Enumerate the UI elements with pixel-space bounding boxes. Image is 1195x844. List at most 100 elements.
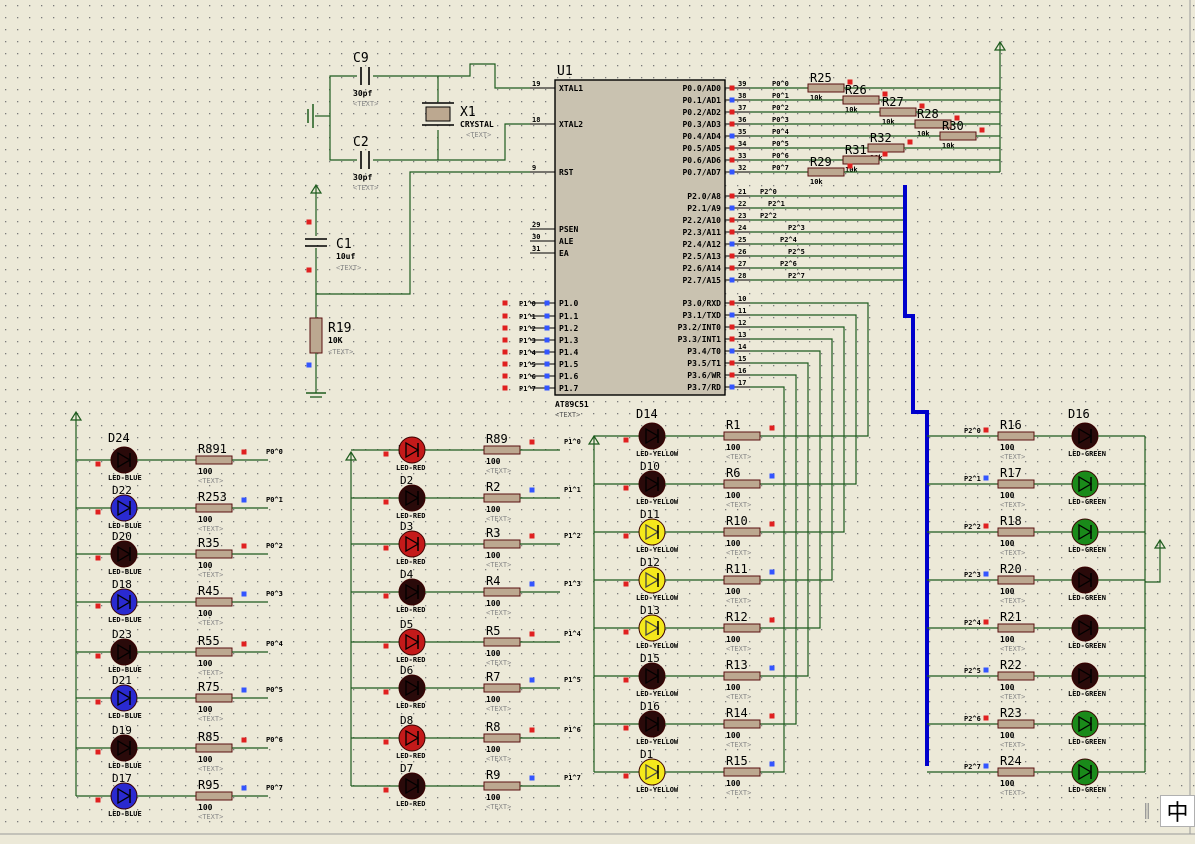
led-d20[interactable] bbox=[110, 540, 138, 568]
reset-power-icon bbox=[309, 183, 323, 199]
resistor-body bbox=[997, 671, 1035, 681]
resistor-text-tag: <TEXT> bbox=[198, 619, 223, 627]
led-d19[interactable] bbox=[110, 734, 138, 762]
led-d13[interactable] bbox=[638, 614, 666, 642]
led-d21[interactable] bbox=[110, 684, 138, 712]
diode-symbol bbox=[1078, 715, 1093, 733]
p3-net-wire bbox=[750, 302, 869, 437]
led-d18[interactable] bbox=[110, 588, 138, 616]
led-d10[interactable] bbox=[638, 470, 666, 498]
led-d31[interactable] bbox=[1071, 758, 1099, 786]
mcu-pin-marker bbox=[729, 360, 735, 366]
led-d27[interactable] bbox=[1071, 566, 1099, 594]
led-d22[interactable] bbox=[110, 494, 138, 522]
led-d16[interactable] bbox=[1071, 422, 1099, 450]
led-d30[interactable] bbox=[1071, 710, 1099, 738]
resistor-text-tag: <TEXT> bbox=[486, 467, 511, 475]
led-d12[interactable] bbox=[638, 566, 666, 594]
xtal1-wire bbox=[420, 63, 530, 89]
led-body bbox=[638, 470, 666, 498]
led-d23[interactable] bbox=[110, 638, 138, 666]
led-d6[interactable] bbox=[398, 674, 426, 702]
led-d1[interactable] bbox=[638, 758, 666, 786]
led-d2[interactable] bbox=[398, 484, 426, 512]
led-ref: D5 bbox=[400, 618, 413, 631]
mcu-pin-name: P3.7/RD bbox=[687, 383, 721, 392]
resistor-ref: R18 bbox=[1000, 514, 1022, 528]
p1-net-label: P1^6 bbox=[519, 373, 536, 381]
pullup-value: 10k bbox=[942, 142, 955, 150]
mcu-pin-marker bbox=[729, 133, 735, 139]
green-vcc-link bbox=[1145, 554, 1161, 583]
mcu-pin-marker bbox=[729, 109, 735, 115]
resistor-value: 100 bbox=[1000, 635, 1015, 644]
resistor-text-tag: <TEXT> bbox=[198, 477, 223, 485]
led-d14[interactable] bbox=[638, 422, 666, 450]
led-body bbox=[110, 684, 138, 712]
resistor-value: 100 bbox=[726, 491, 741, 500]
pullup-marker bbox=[954, 115, 960, 121]
led-d28[interactable] bbox=[1071, 614, 1099, 642]
pullup-marker bbox=[907, 139, 913, 145]
resistor-value: 100 bbox=[1000, 539, 1015, 548]
resistor-value: 100 bbox=[726, 587, 741, 596]
led-d24[interactable] bbox=[110, 446, 138, 474]
resistor-value: 100 bbox=[1000, 443, 1015, 452]
resistor-text-tag: <TEXT> bbox=[1000, 741, 1025, 749]
led-d26[interactable] bbox=[1071, 518, 1099, 546]
green-net-label: P2^2 bbox=[964, 523, 981, 531]
resistor-value: 100 bbox=[726, 443, 741, 452]
led-d3[interactable] bbox=[398, 530, 426, 558]
led-type-label: LED-RED bbox=[396, 656, 426, 664]
led-d11[interactable] bbox=[638, 518, 666, 546]
cap-gap bbox=[357, 152, 373, 168]
led-d16[interactable] bbox=[638, 710, 666, 738]
resistor-body bbox=[483, 683, 521, 693]
pullup-body bbox=[879, 107, 917, 117]
net-marker bbox=[529, 439, 535, 445]
led-d9[interactable] bbox=[398, 436, 426, 464]
led-d8[interactable] bbox=[398, 724, 426, 752]
diode-symbol bbox=[1078, 475, 1093, 493]
led-d15[interactable] bbox=[638, 662, 666, 690]
ime-indicator[interactable]: 中 bbox=[1160, 795, 1195, 827]
led-d7[interactable] bbox=[398, 772, 426, 800]
resistor-body bbox=[997, 623, 1035, 633]
led-d4[interactable] bbox=[398, 578, 426, 606]
mcu-pin-name: P0.1/AD1 bbox=[682, 96, 721, 105]
led-d17[interactable] bbox=[110, 782, 138, 810]
led-d29[interactable] bbox=[1071, 662, 1099, 690]
led-body bbox=[1071, 662, 1099, 690]
led-body bbox=[398, 724, 426, 752]
led-d5[interactable] bbox=[398, 628, 426, 656]
resistor-ref: R85 bbox=[198, 730, 220, 744]
led-d25[interactable] bbox=[1071, 470, 1099, 498]
